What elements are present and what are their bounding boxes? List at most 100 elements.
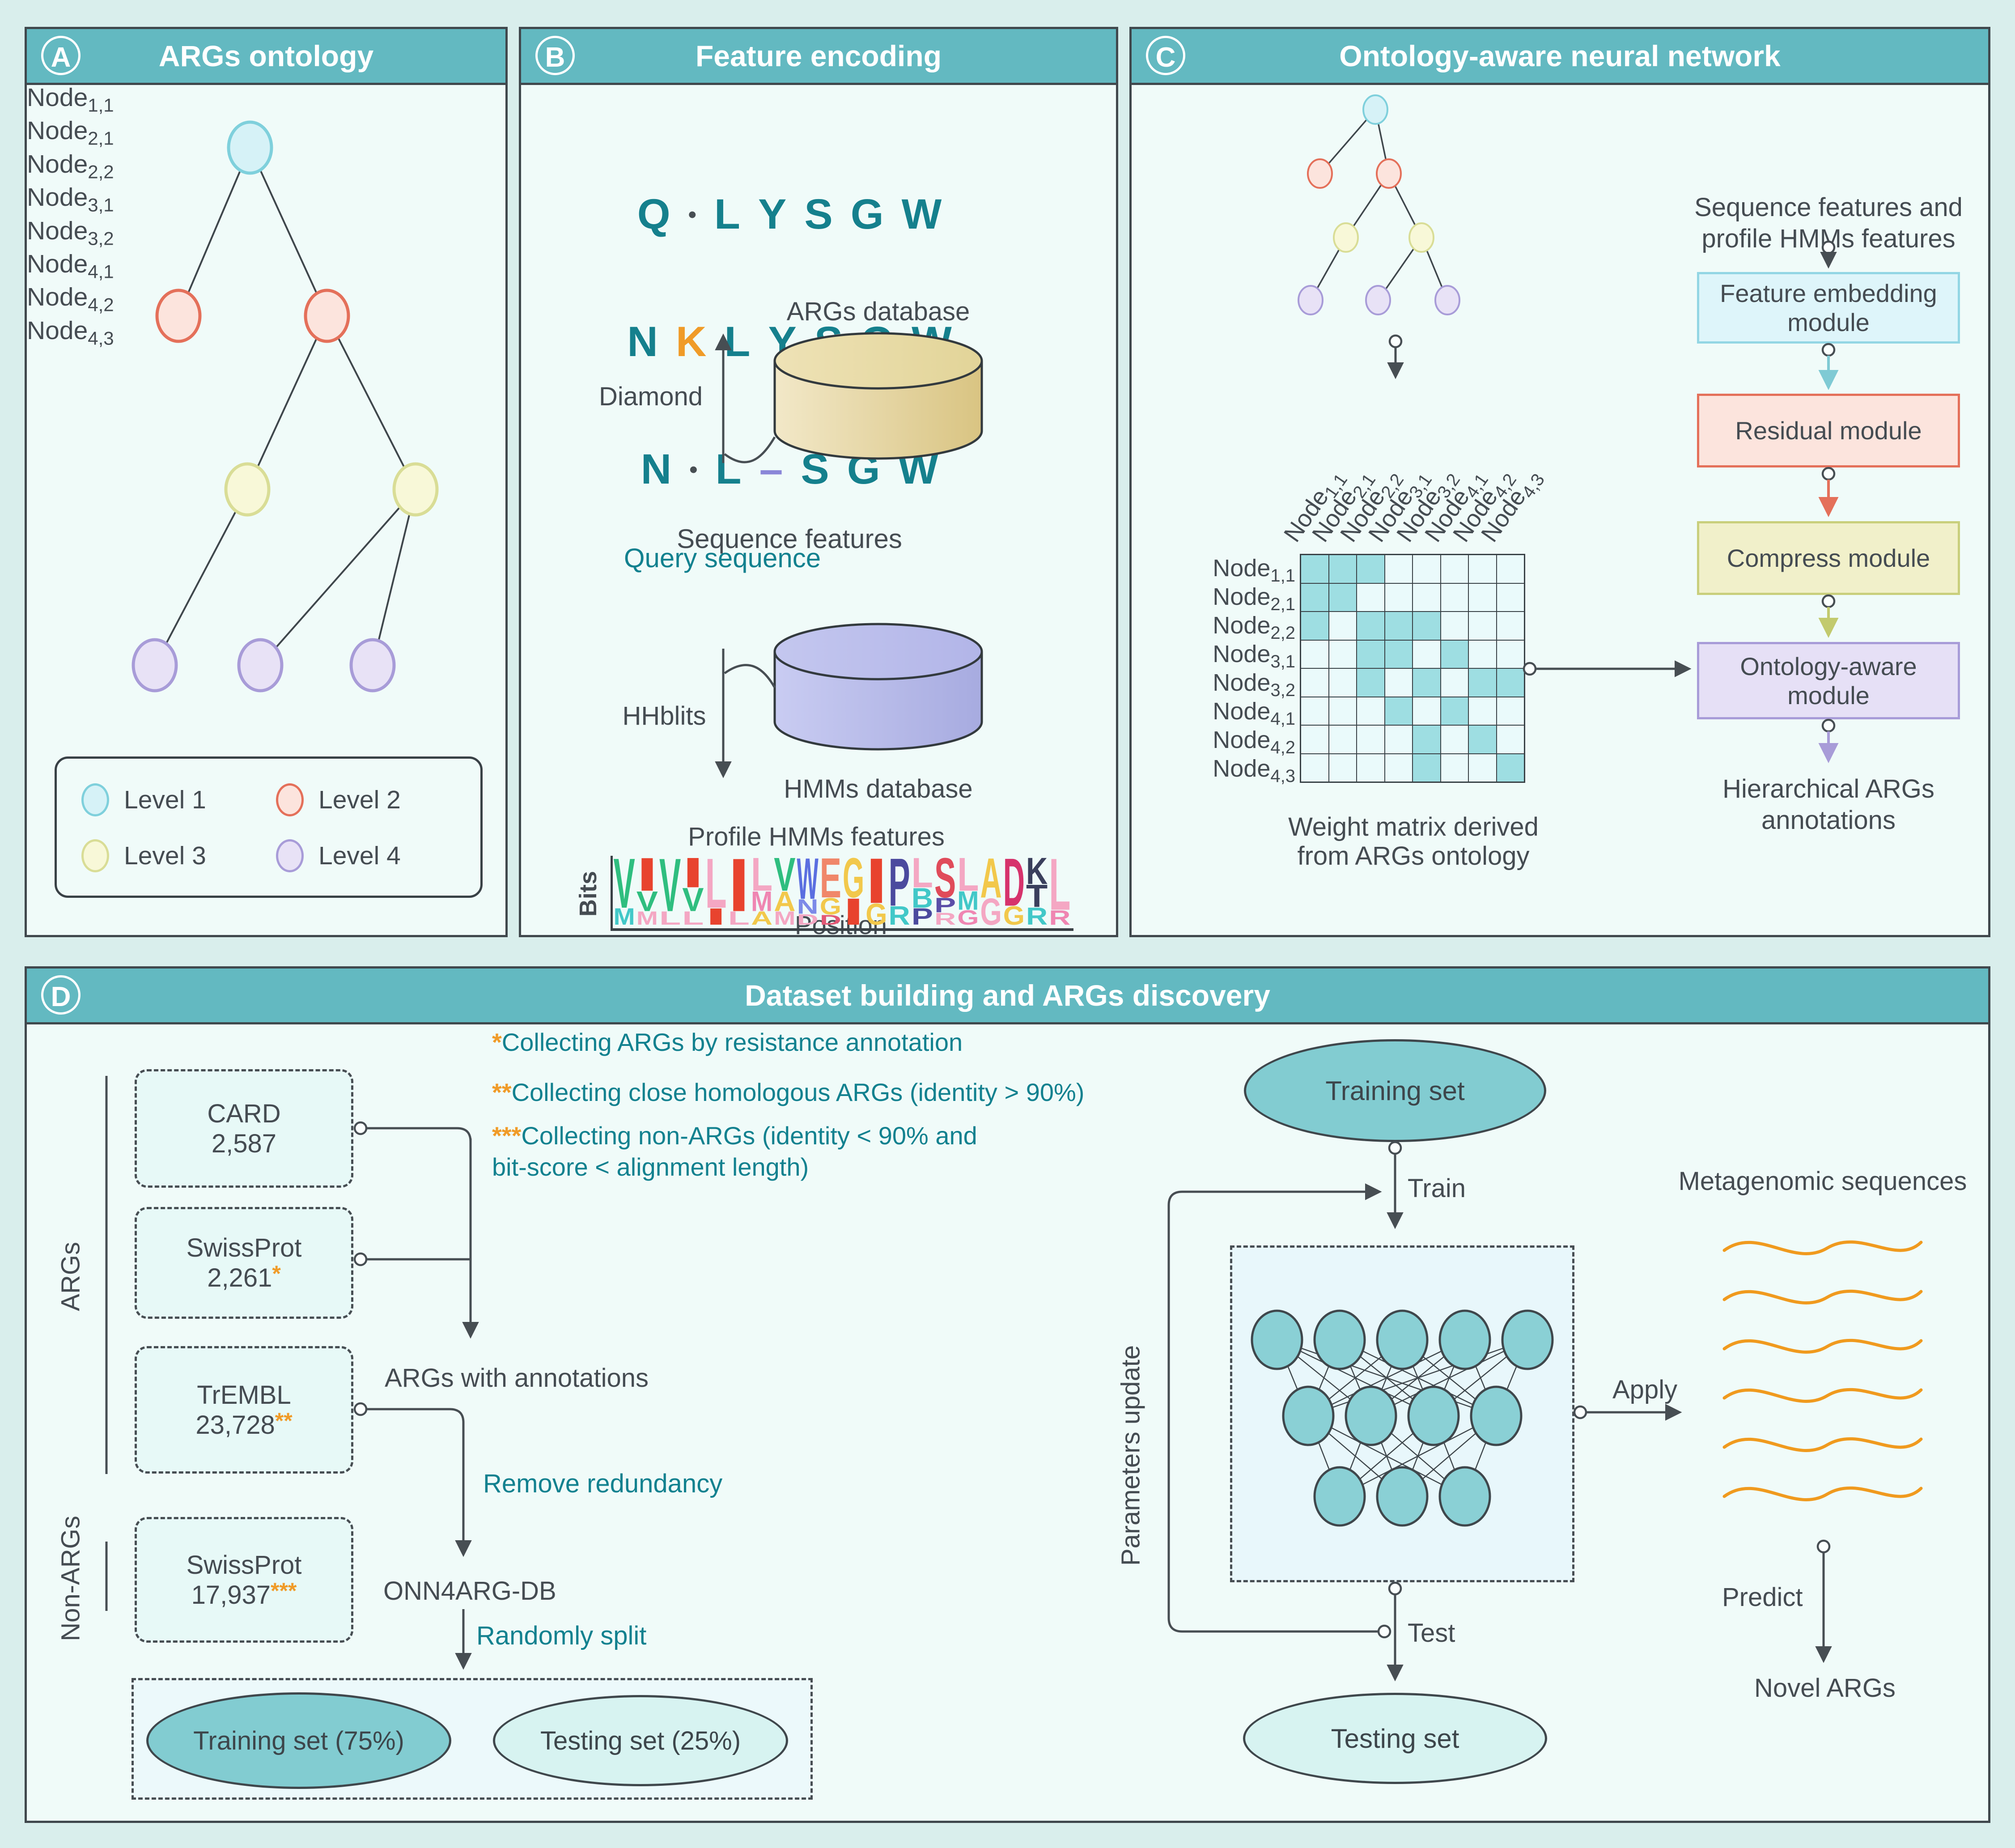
matrix-cell-2-6 bbox=[1440, 583, 1468, 612]
db-name: TrEMBL bbox=[197, 1380, 291, 1410]
matrix-cell-6-3 bbox=[1357, 697, 1385, 725]
matrix-cell-6-6 bbox=[1440, 697, 1468, 725]
legend-level-4-swatch bbox=[276, 839, 304, 872]
matrix-row-label-2,2: Node2,2 bbox=[1213, 612, 1295, 643]
panel-dataset-discovery: Dataset building and ARGs discovery D AR… bbox=[25, 966, 1990, 1823]
panel-a-header: ARGs ontology A bbox=[27, 29, 505, 85]
matrix-cell-7-4 bbox=[1384, 725, 1413, 754]
tree-a-node-label-3,2: Node3,2 bbox=[27, 216, 114, 249]
matrix-cell-7-8 bbox=[1496, 725, 1524, 754]
panel-ontology-nn: Ontology-aware neural network C Sequence… bbox=[1129, 27, 1990, 937]
matrix-cell-6-4 bbox=[1384, 697, 1413, 725]
matrix-cell-2-5 bbox=[1413, 583, 1441, 612]
residue-N: N bbox=[641, 446, 672, 493]
db-count: 2,587 bbox=[211, 1129, 277, 1158]
matrix-cell-4-7 bbox=[1468, 640, 1497, 668]
test-label: Test bbox=[1408, 1619, 1455, 1648]
matrix-cell-6-7 bbox=[1468, 697, 1497, 725]
svg-text:L: L bbox=[682, 908, 704, 926]
matrix-cell-4-6 bbox=[1440, 640, 1468, 668]
panel-c-letter-badge: C bbox=[1146, 36, 1185, 75]
tree-a-node-label-4,3: Node4,3 bbox=[27, 316, 114, 349]
svg-text:L: L bbox=[957, 856, 979, 901]
db-count-stars: *** bbox=[271, 1578, 297, 1603]
legend-level-1-label: Level 1 bbox=[124, 786, 206, 814]
svg-text:D: D bbox=[1003, 856, 1025, 920]
panel-b-body: Sequence features ARGs database Diamond … bbox=[521, 83, 1116, 940]
apply-label: Apply bbox=[1612, 1375, 1678, 1404]
svg-text:E: E bbox=[820, 856, 841, 909]
note-line-3: ***Collecting non-ARGs (identity < 90% a… bbox=[492, 1122, 977, 1150]
matrix-cell-4-5 bbox=[1413, 640, 1441, 668]
feature-encoding-graphic bbox=[715, 332, 983, 778]
matrix-cell-7-6 bbox=[1440, 725, 1468, 754]
svg-text:I: I bbox=[728, 856, 750, 926]
matrix-cell-8-5 bbox=[1413, 753, 1441, 782]
residue-Y: Y bbox=[758, 191, 787, 238]
dataset-discovery-graphic bbox=[105, 1076, 1923, 1682]
svg-text:V: V bbox=[636, 886, 658, 918]
matrix-row-label-3,1: Node3,1 bbox=[1213, 641, 1295, 671]
panel-a-letter-badge: A bbox=[41, 36, 81, 75]
args-database-cylinder bbox=[773, 332, 983, 460]
output-line1: Hierarchical ARGs bbox=[1722, 774, 1934, 803]
matrix-cell-5-6 bbox=[1440, 668, 1468, 697]
note-line-2: **Collecting close homologous ARGs (iden… bbox=[492, 1078, 1085, 1106]
hmms-database-cylinder bbox=[773, 623, 983, 751]
svg-text:I: I bbox=[682, 856, 704, 896]
matrix-cell-8-6 bbox=[1440, 753, 1468, 782]
args-with-annotations-label: ARGs with annotations bbox=[385, 1364, 649, 1393]
matrix-cell-8-3 bbox=[1357, 753, 1385, 782]
matrix-cell-3-1 bbox=[1301, 612, 1329, 640]
residue-•: • bbox=[689, 456, 698, 483]
svg-text:L: L bbox=[1049, 856, 1070, 926]
svg-text:N: N bbox=[797, 895, 819, 918]
matrix-cell-1-7 bbox=[1468, 555, 1497, 583]
legend-level-3-swatch bbox=[81, 839, 109, 872]
svg-text:V: V bbox=[614, 856, 635, 923]
args-database-label: ARGs database bbox=[786, 297, 970, 326]
tree-a-node-label-4,1: Node4,1 bbox=[27, 249, 114, 282]
db-count-stars: * bbox=[272, 1261, 281, 1286]
legend-level-2-swatch bbox=[276, 783, 304, 816]
svg-text:M: M bbox=[751, 886, 772, 918]
svg-text:P: P bbox=[889, 856, 910, 920]
db-count: 2,261* bbox=[207, 1261, 281, 1292]
panel-c-header: Ontology-aware neural network C bbox=[1132, 29, 1988, 85]
matrix-cell-7-7 bbox=[1468, 725, 1497, 754]
svg-text:K: K bbox=[1026, 856, 1048, 892]
matrix-cell-1-6 bbox=[1440, 555, 1468, 583]
matrix-cell-8-4 bbox=[1384, 753, 1413, 782]
residue-L: L bbox=[715, 446, 742, 493]
svg-text:R: R bbox=[1026, 902, 1048, 926]
matrix-cell-3-8 bbox=[1496, 612, 1524, 640]
svg-text:L: L bbox=[751, 856, 772, 901]
svg-text:S: S bbox=[934, 856, 956, 909]
tree-a-node-label-1,1: Node1,1 bbox=[27, 83, 114, 116]
weight-matrix-grid bbox=[1300, 554, 1525, 783]
matrix-cell-5-8 bbox=[1496, 668, 1524, 697]
matrix-cell-2-8 bbox=[1496, 583, 1524, 612]
panel-c-body: Sequence features and profile HMMs featu… bbox=[1132, 83, 1988, 935]
matrix-cell-8-1 bbox=[1301, 753, 1329, 782]
matrix-row-label-4,1: Node4,1 bbox=[1213, 698, 1295, 729]
residue-K: K bbox=[675, 318, 707, 365]
residue-G: G bbox=[850, 191, 884, 238]
metagenomic-sequences-label: Metagenomic sequences bbox=[1678, 1167, 1967, 1196]
svg-text:V: V bbox=[659, 856, 681, 926]
panel-d-letter-badge: D bbox=[41, 975, 81, 1015]
note-stars: * bbox=[492, 1028, 502, 1056]
legend-level-1-swatch bbox=[81, 783, 109, 816]
svg-text:M: M bbox=[774, 908, 795, 926]
matrix-cell-6-2 bbox=[1328, 697, 1357, 725]
feature-embedding-module: Feature embedding module bbox=[1697, 272, 1960, 344]
ontology-nn-graphic bbox=[1298, 94, 1839, 763]
